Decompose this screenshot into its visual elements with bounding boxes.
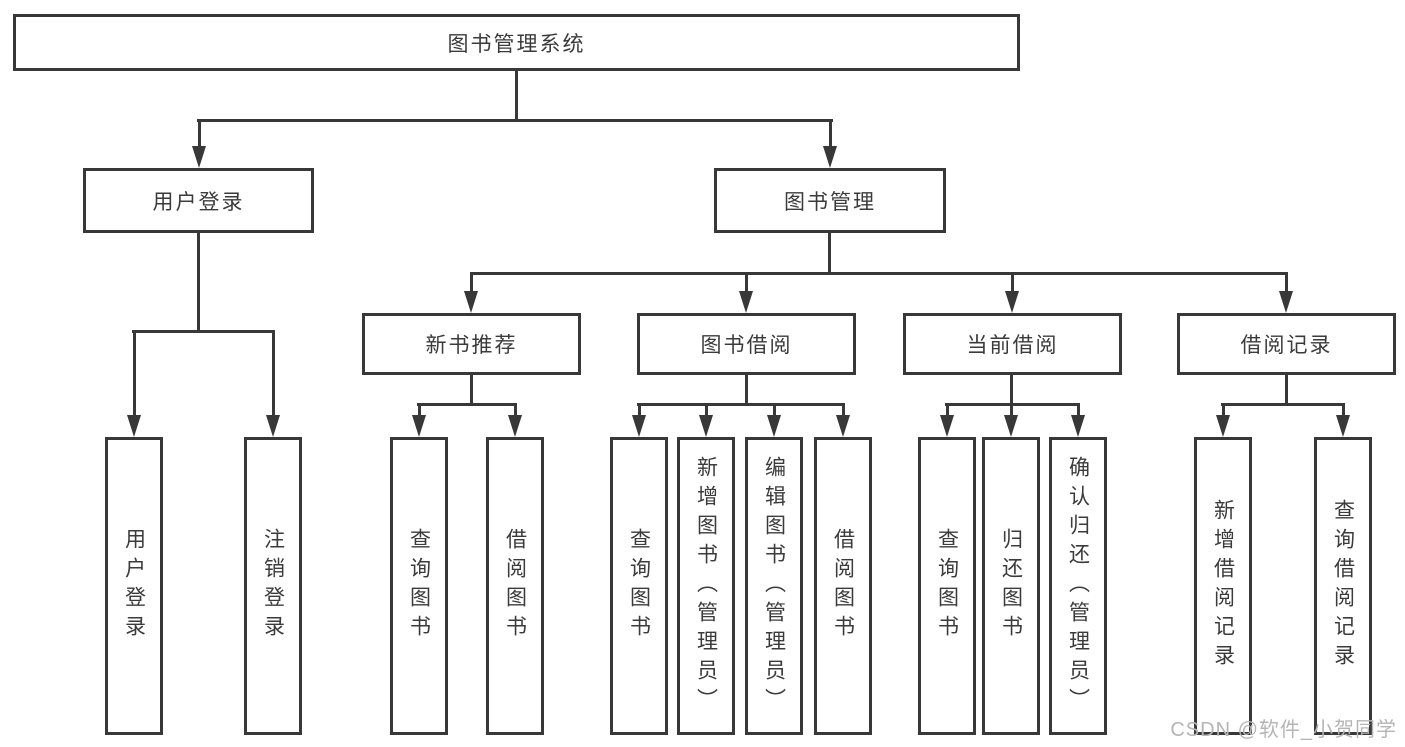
arrow-to-leaf-add-books <box>699 403 713 437</box>
connector-current-borrow-stub <box>1010 373 1013 405</box>
leaf-logout-login: 注销登录 <box>244 437 302 735</box>
leaf-confirm-return-admin: 确认归还（管理员） <box>1049 437 1107 735</box>
connector-book-management-stub <box>828 230 831 274</box>
leaf-add-books-admin: 新增图书（管理员） <box>677 437 735 735</box>
leaf-return-books: 归还图书 <box>982 437 1040 735</box>
node-label: 归还图书 <box>999 528 1023 644</box>
connector-book-borrow-bracket <box>637 403 845 406</box>
node-label: 用户登录 <box>122 528 146 644</box>
node-book-borrow: 图书借阅 <box>637 313 856 375</box>
connector-current-borrow-bracket <box>945 403 1080 406</box>
arrow-to-leaf-query-books-recommend <box>412 403 426 437</box>
arrow-to-leaf-confirm-return <box>1071 403 1085 437</box>
node-label: 借阅图书 <box>831 528 855 644</box>
leaf-add-borrow-record: 新增借阅记录 <box>1194 437 1252 735</box>
arrow-to-leaf-logout <box>266 330 280 437</box>
node-library-management-system: 图书管理系统 <box>13 14 1020 71</box>
arrow-to-book-management <box>823 119 837 168</box>
leaf-edit-books-admin: 编辑图书（管理员） <box>745 437 803 735</box>
node-label: 当前借阅 <box>966 334 1059 357</box>
leaf-borrow-books-recommend: 借阅图书 <box>486 437 544 735</box>
node-label: 新书推荐 <box>425 334 518 357</box>
connector-borrow-records-stub <box>1285 373 1288 405</box>
leaf-query-books-current: 查询图书 <box>918 437 976 735</box>
arrow-to-leaf-query-books-current <box>940 403 954 437</box>
node-label: 新增图书（管理员） <box>694 455 718 717</box>
node-label: 查询图书 <box>407 528 431 644</box>
arrow-to-borrow-records <box>1279 272 1293 313</box>
connector-level3-bracket <box>470 272 1288 275</box>
connector-new-book-bracket <box>417 403 517 406</box>
connector-new-book-stub <box>470 373 473 405</box>
node-label: 注销登录 <box>261 528 285 644</box>
node-current-borrow: 当前借阅 <box>903 313 1122 375</box>
arrow-to-leaf-user-login <box>127 330 141 437</box>
connector-level2-bracket <box>197 119 833 122</box>
arrow-to-leaf-borrow-books-recommend <box>508 403 522 437</box>
connector-root-stub <box>515 69 518 122</box>
node-user-login: 用户登录 <box>83 168 314 233</box>
arrow-to-leaf-edit-books <box>767 403 781 437</box>
connector-user-login-bracket <box>132 330 275 333</box>
arrow-to-new-book-recommend <box>464 272 478 313</box>
node-label: 确认归还（管理员） <box>1066 455 1090 717</box>
arrow-to-leaf-add-borrow-record <box>1216 403 1230 437</box>
node-label: 借阅图书 <box>503 528 527 644</box>
leaf-query-books-borrow: 查询图书 <box>610 437 668 735</box>
leaf-user-login: 用户登录 <box>105 437 163 735</box>
node-label: 查询图书 <box>627 528 651 644</box>
node-label: 用户登录 <box>152 190 245 214</box>
node-label: 编辑图书（管理员） <box>762 455 786 717</box>
leaf-query-books-recommend: 查询图书 <box>390 437 448 735</box>
arrow-to-user-login <box>192 119 206 168</box>
node-new-book-recommend: 新书推荐 <box>362 313 581 375</box>
connector-book-borrow-stub <box>745 373 748 405</box>
connector-borrow-records-bracket <box>1221 403 1345 406</box>
node-label: 图书借阅 <box>700 334 793 357</box>
node-book-management: 图书管理 <box>714 168 946 233</box>
node-label: 新增借阅记录 <box>1211 499 1235 673</box>
node-label: 查询图书 <box>935 528 959 644</box>
node-borrow-records: 借阅记录 <box>1177 313 1396 375</box>
arrow-to-leaf-return-books <box>1004 403 1018 437</box>
node-label: 查询借阅记录 <box>1331 499 1355 673</box>
arrow-to-leaf-borrow-books <box>836 403 850 437</box>
leaf-query-borrow-record: 查询借阅记录 <box>1314 437 1372 735</box>
node-label: 图书管理 <box>784 190 876 214</box>
connector-user-login-stub <box>197 230 200 332</box>
node-label: 图书管理系统 <box>447 32 586 56</box>
watermark: CSDN @软件_小贺同学 <box>1170 719 1397 741</box>
arrow-to-leaf-query-borrow-record <box>1336 403 1350 437</box>
arrow-to-current-borrow <box>1005 272 1019 313</box>
leaf-borrow-books: 借阅图书 <box>814 437 872 735</box>
arrow-to-leaf-query-books-borrow <box>632 403 646 437</box>
arrow-to-book-borrow <box>739 272 753 313</box>
node-label: 借阅记录 <box>1240 334 1333 357</box>
